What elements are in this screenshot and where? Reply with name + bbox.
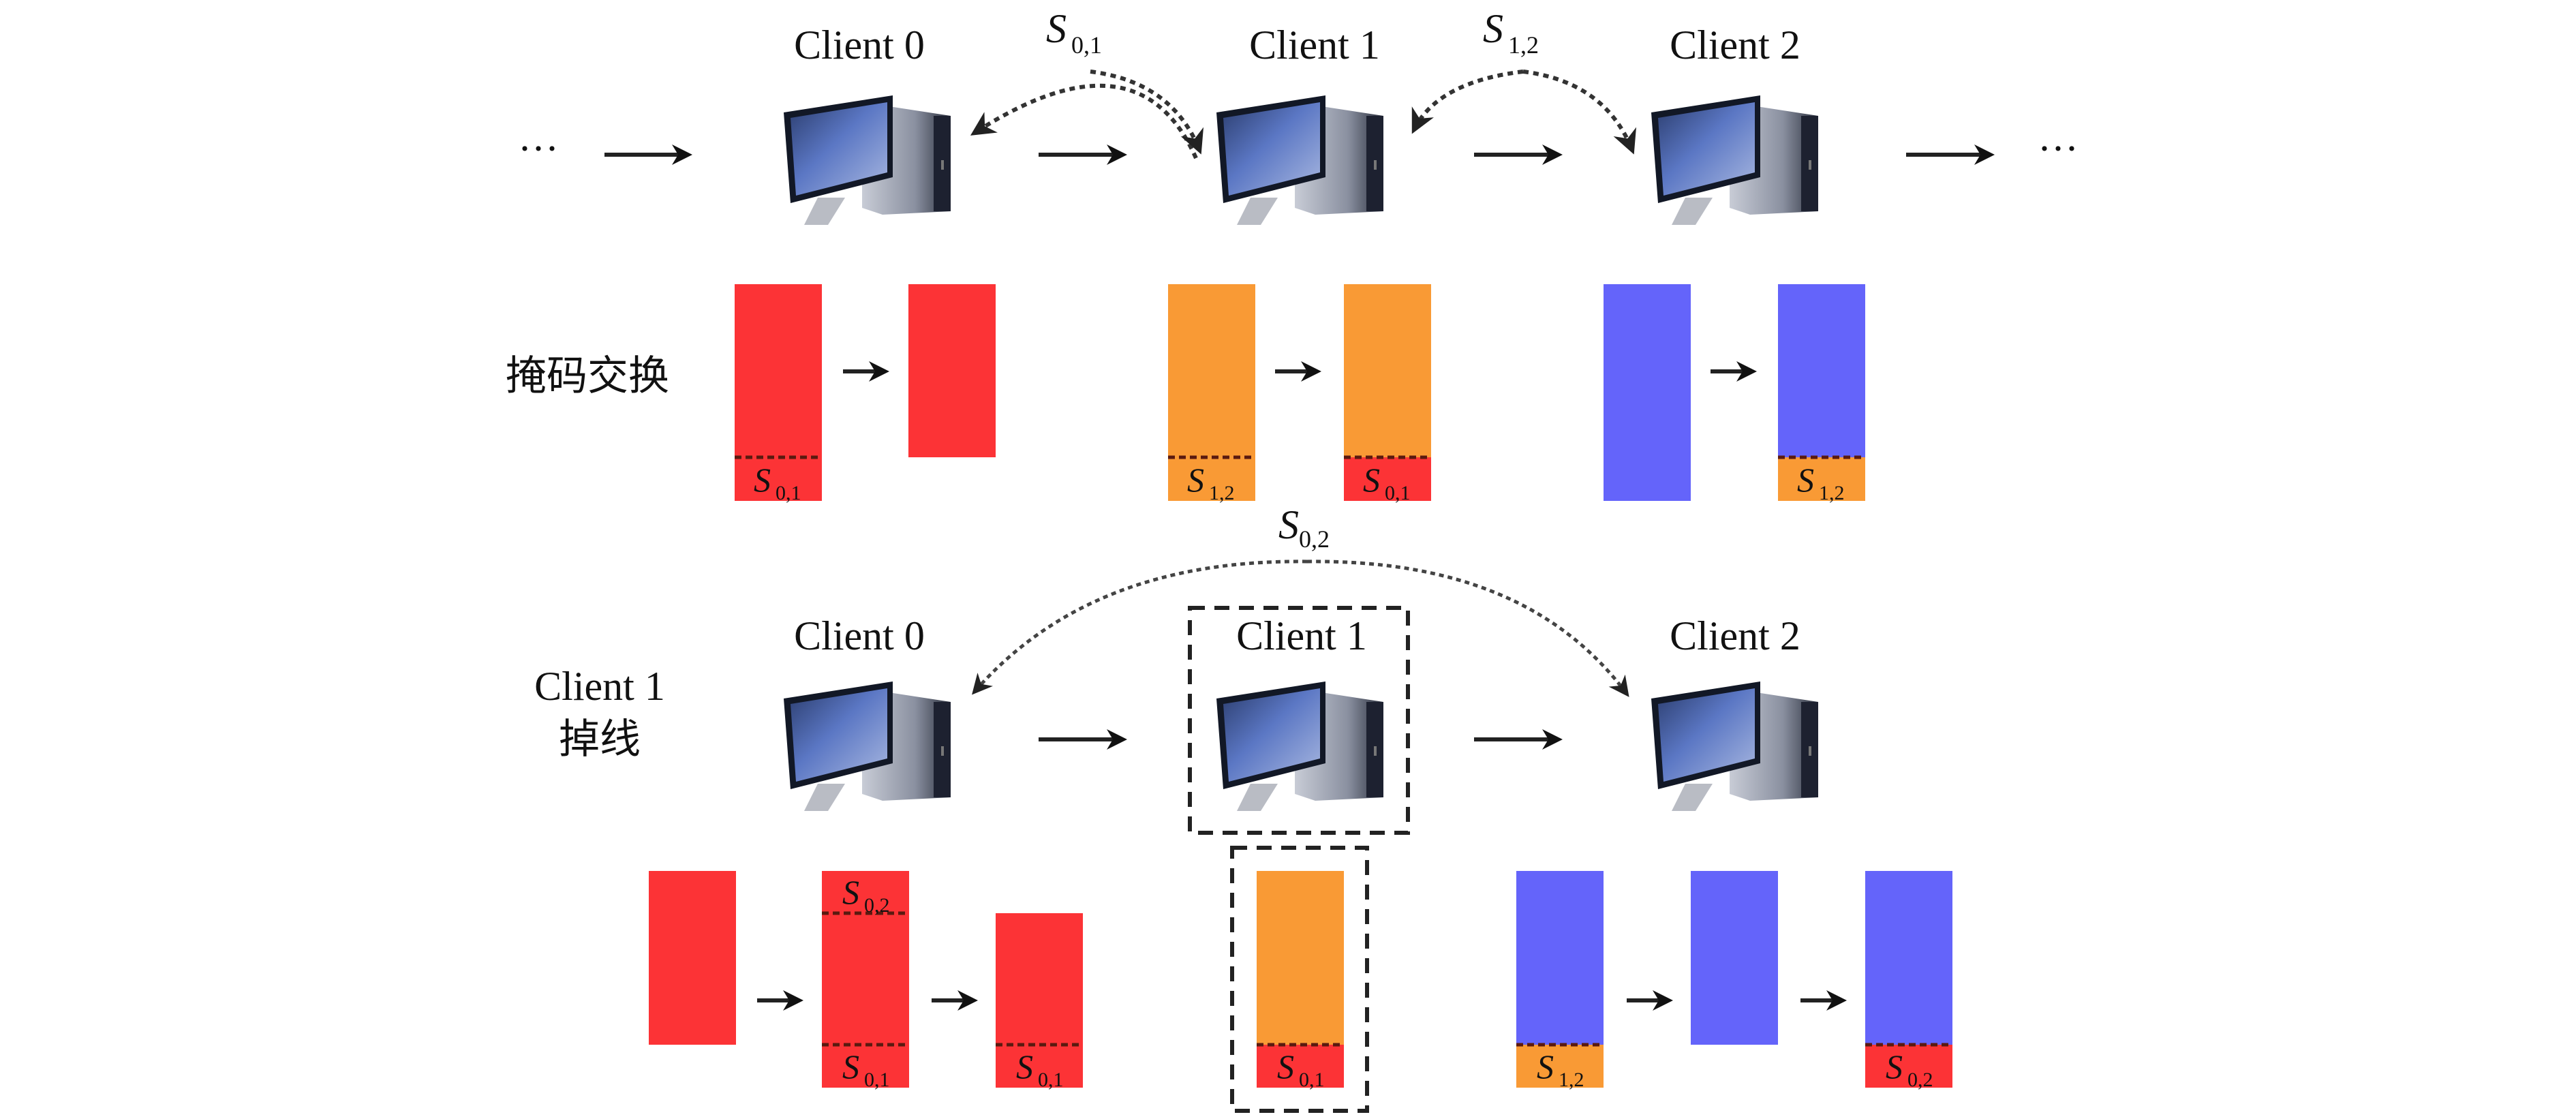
ellipsis-left: ··· — [518, 126, 559, 171]
mask-label-s01: S — [1016, 1047, 1033, 1086]
bottom-bar-client0-original — [649, 871, 736, 1045]
dropout-label-line2: 掉线 — [559, 717, 641, 762]
dropped-client-box — [1188, 606, 1410, 835]
top-bar-1 — [908, 284, 996, 457]
top-client-0-label: Client 0 — [794, 22, 925, 67]
top-bar-4 — [1604, 284, 1691, 501]
bottom-bar-client0-final — [996, 913, 1083, 1088]
bottom-bar-client2-final-mask — [1865, 1045, 1952, 1088]
bottom-bar-client2-original — [1516, 871, 1604, 1045]
computer-icon-client-0 — [784, 681, 951, 811]
mask-label-s02: S — [1886, 1047, 1903, 1086]
exchange-arc-s01-right — [1090, 70, 1204, 155]
exchange-arc-s02-right — [1306, 560, 1629, 697]
top-client-1-label: Client 1 — [1249, 22, 1380, 67]
mask-label-s01: S — [842, 1047, 859, 1086]
mask-label-s01-sub: 0,1 — [864, 1069, 890, 1091]
dropout-label-line1: Client 1 — [534, 664, 665, 709]
bottom-client-0-label: Client 0 — [794, 613, 925, 658]
bottom-bar-client0-with-s02 — [822, 871, 909, 1088]
exchange-arc-s12-left — [1411, 70, 1524, 134]
mask-exchange-label: 掩码交换 — [506, 354, 669, 399]
s12-main: S — [1483, 6, 1503, 51]
mask-segment — [1344, 457, 1431, 501]
bottom-bar-client1-mask — [1257, 1045, 1344, 1088]
exchange-label-s02: S 0,2 — [1278, 502, 1330, 553]
mask-label-sub: 0,1 — [1385, 482, 1411, 504]
mask-label: S — [1797, 461, 1814, 499]
exchange-label-s12: S 1,2 — [1483, 6, 1539, 59]
bottom-bar-client2-mask — [1516, 1045, 1604, 1088]
exchange-label-s01: S 0,1 — [1046, 6, 1102, 59]
mask-label-s02-sub: 0,2 — [1907, 1069, 1933, 1091]
bottom-bar-client2-final — [1865, 871, 1952, 1045]
ellipsis-right: ··· — [2038, 126, 2079, 171]
s01-sub: 0,1 — [1071, 31, 1102, 59]
s02-sub: 0,2 — [1299, 525, 1330, 553]
computer-icon-client-2 — [1651, 681, 1818, 811]
dropped-bar-box — [1230, 846, 1369, 1113]
top-client-2-label: Client 2 — [1670, 22, 1800, 67]
bottom-section: S 0,2 Client 0 Client 1 Client 2 Client … — [534, 502, 1952, 1113]
top-section: Client 0 Client 1 Client 2 S 0,1 S 1,2 ·… — [506, 6, 2079, 504]
s12-sub: 1,2 — [1508, 31, 1539, 59]
mask-label-s12: S — [1537, 1047, 1554, 1086]
mask-label-s02: S — [842, 873, 859, 911]
mask-label-s12-sub: 1,2 — [1559, 1069, 1584, 1091]
mask-label-s01-sub: 0,1 — [1299, 1069, 1325, 1091]
bar-body — [1604, 284, 1691, 501]
mask-label-s02-sub: 0,2 — [864, 894, 890, 917]
exchange-arc-s12-right — [1522, 70, 1637, 155]
mask-label-sub: 0,1 — [776, 482, 801, 504]
mask-segment — [1168, 457, 1255, 501]
mask-label-s01: S — [1277, 1047, 1294, 1086]
bottom-bar-client1 — [1257, 871, 1344, 1045]
s02-main: S — [1278, 502, 1299, 547]
bottom-bar-client2-unmasked — [1691, 871, 1778, 1045]
mask-label: S — [754, 461, 771, 499]
mask-label-sub: 1,2 — [1209, 482, 1235, 504]
exchange-arc-s01 — [970, 83, 1198, 159]
mask-segment — [735, 457, 822, 501]
s01-main: S — [1046, 6, 1067, 51]
computer-icon-client-1 — [1216, 95, 1383, 225]
mask-label-s01-sub: 0,1 — [1038, 1069, 1064, 1091]
mask-segment — [1778, 457, 1865, 501]
bottom-client-1-label: Client 1 — [1236, 613, 1367, 658]
mask-label: S — [1187, 461, 1204, 499]
computer-icon-client-1-dropped — [1216, 681, 1383, 811]
bottom-client-2-label: Client 2 — [1670, 613, 1800, 658]
mask-label: S — [1363, 461, 1380, 499]
mask-label-sub: 1,2 — [1819, 482, 1845, 504]
bar-body — [908, 284, 996, 457]
computer-icon-client-0 — [784, 95, 951, 225]
exchange-arc-s02-left — [972, 560, 1308, 695]
computer-icon-client-2 — [1651, 95, 1818, 225]
